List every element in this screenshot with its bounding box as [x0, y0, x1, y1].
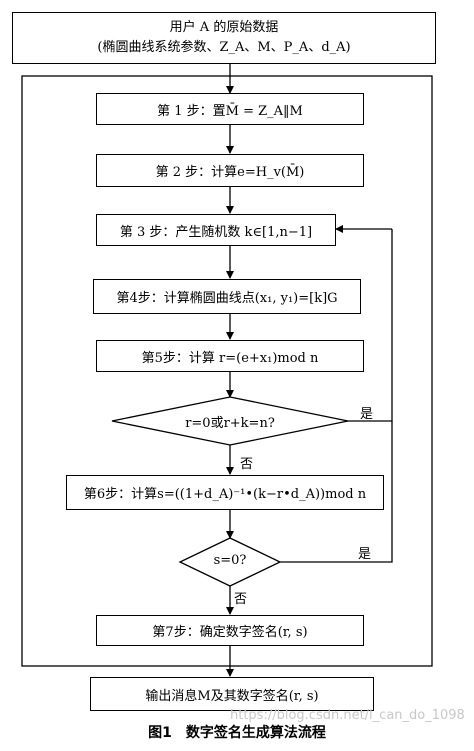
yes-label-1: 是	[360, 407, 374, 422]
step7-text: 第7步：确定数字签名(r, s)	[152, 625, 308, 640]
step6-box: 第6步：计算s=((1+d_A)⁻¹•(k−r•d_A))mod n	[66, 475, 384, 510]
watermark-text: https://blog.csdn.net/l_can_do_1098	[230, 708, 465, 723]
step4-box: 第4步：计算椭圆曲线点(x₁, y₁)=[k]G	[93, 279, 361, 314]
input-data-title: 用户 A 的原始数据	[169, 20, 279, 35]
step3-text: 第 3 步：产生随机数 k∈[1,n−1]	[119, 224, 313, 240]
figure-caption: 图1 数字签名生成算法流程	[148, 725, 326, 741]
decision2-diamond	[178, 537, 282, 587]
algorithm-frame	[21, 75, 433, 667]
loop-back-line	[348, 229, 393, 422]
step5-text: 第5步：计算 r=(e+x₁)mod n	[141, 350, 319, 366]
step2-box: 第 2 步：计算e=H_v(M̄)	[96, 154, 364, 187]
input-data-box: 用户 A 的原始数据 (椭圆曲线系统参数、Z_A、M、P_A、d_A)	[12, 12, 436, 64]
no-label-1: 否	[240, 457, 254, 472]
output-box: 输出消息M及其数字签名(r, s)	[90, 677, 374, 711]
step1-box: 第 1 步：置M̄ = Z_A‖M	[96, 93, 364, 125]
step6-text: 第6步：计算s=((1+d_A)⁻¹•(k−r•d_A))mod n	[83, 487, 367, 502]
step1-text: 第 1 步：置M̄ = Z_A‖M	[157, 103, 303, 119]
step2-text: 第 2 步：计算e=H_v(M̄)	[155, 165, 305, 180]
output-text: 输出消息M及其数字签名(r, s)	[145, 688, 319, 704]
yes2-line	[280, 421, 393, 563]
no-label-2: 否	[234, 592, 248, 607]
decision1-diamond	[111, 396, 349, 446]
step7-box: 第7步：确定数字签名(r, s)	[96, 615, 364, 646]
step3-box: 第 3 步：产生随机数 k∈[1,n−1]	[96, 214, 336, 246]
yes-label-2: 是	[358, 547, 372, 562]
decision1-text: r=0或r+k=n?	[185, 416, 275, 431]
input-data-params: (椭圆曲线系统参数、Z_A、M、P_A、d_A)	[97, 40, 351, 55]
step4-text: 第4步：计算椭圆曲线点(x₁, y₁)=[k]G	[116, 291, 338, 306]
step5-box: 第5步：计算 r=(e+x₁)mod n	[96, 340, 364, 372]
decision2-text: s=0?	[213, 553, 247, 568]
